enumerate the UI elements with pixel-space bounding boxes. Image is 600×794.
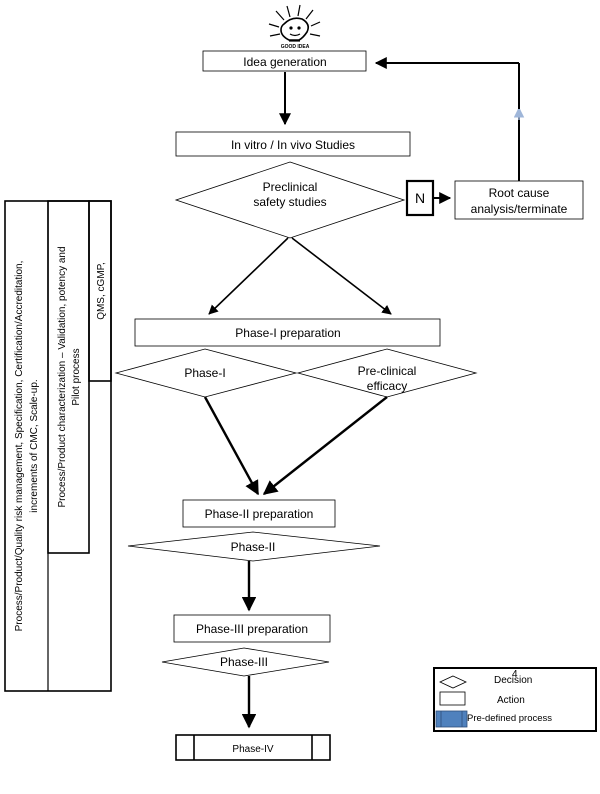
- side-panel-inner-text: QMS, cGMP,: [96, 262, 107, 320]
- root-cause-label-line2: analysis/terminate: [471, 202, 568, 216]
- side-panel-outer-text-line2: increments of CMC, Scale-up.: [29, 379, 40, 512]
- legend: Decision 4 Action Pre-defined process: [433, 667, 597, 732]
- logo-caption: GOOD IDEA: [281, 44, 310, 50]
- side-panel-outer-text-line1: Process/Product/Quality risk management,…: [14, 261, 25, 632]
- root-cause-label-line1: Root cause: [489, 186, 550, 200]
- lightbulb-logo-icon: GOOD IDEA: [268, 4, 321, 50]
- legend-predefined-icon: [435, 710, 468, 728]
- arrow-preclinical-to-phase1-right: [291, 237, 392, 315]
- side-panel-middle-text-line1: Process/Product characterization – Valid…: [57, 246, 68, 507]
- legend-decision-label: Decision: [494, 675, 532, 686]
- phase2-preparation-label: Phase-II preparation: [205, 507, 314, 521]
- legend-predefined-label: Pre-defined process: [467, 713, 552, 724]
- side-panel-inner: [88, 200, 112, 382]
- phase3-preparation-label: Phase-III preparation: [196, 622, 308, 636]
- legend-decision-mark: 4: [512, 669, 518, 680]
- preclinical-safety-decision: [174, 161, 406, 239]
- preclinical-safety-label-line1: Preclinical: [263, 180, 318, 194]
- legend-action-icon: [439, 691, 466, 706]
- root-cause-box: [454, 180, 584, 220]
- phase3-preparation-box: [173, 614, 331, 643]
- phase2-preparation-box: [182, 499, 336, 528]
- phase1-preparation-box: [134, 318, 441, 347]
- phase1-preparation-label: Phase-I preparation: [235, 326, 340, 340]
- phase2-label: Phase-II: [231, 540, 276, 554]
- preclinical-efficacy-label-line2: efficacy: [367, 379, 407, 393]
- idea-generation-label: Idea generation: [243, 55, 326, 69]
- legend-action-label: Action: [497, 695, 525, 706]
- phase3-label: Phase-III: [220, 655, 268, 669]
- legend-decision-icon: [439, 675, 467, 689]
- phase4-label: Phase-IV: [232, 744, 273, 755]
- arrow-phase1-to-phase2-prep: [203, 396, 260, 496]
- phase1-label: Phase-I: [184, 366, 225, 380]
- phase3-decision: [161, 647, 330, 677]
- preclinical-efficacy-label-line1: Pre-clinical: [358, 364, 417, 378]
- preclinical-safety-label-line2: safety studies: [253, 195, 326, 209]
- side-panel-middle-text-line2: Pilot process: [71, 348, 82, 405]
- side-panel-middle: [47, 200, 90, 554]
- arrow-preclinical-to-phase1-left: [208, 237, 289, 315]
- no-branch-box: [405, 179, 435, 217]
- phase2-decision: [127, 531, 381, 562]
- idea-generation-box: [202, 50, 367, 72]
- invitro-invivo-box: [175, 131, 411, 157]
- phase4-predefined-process: [175, 734, 331, 761]
- no-branch-label: N: [415, 190, 425, 206]
- arrow-efficacy-to-phase2-prep: [262, 396, 388, 495]
- invitro-invivo-label: In vitro / In vivo Studies: [231, 138, 355, 152]
